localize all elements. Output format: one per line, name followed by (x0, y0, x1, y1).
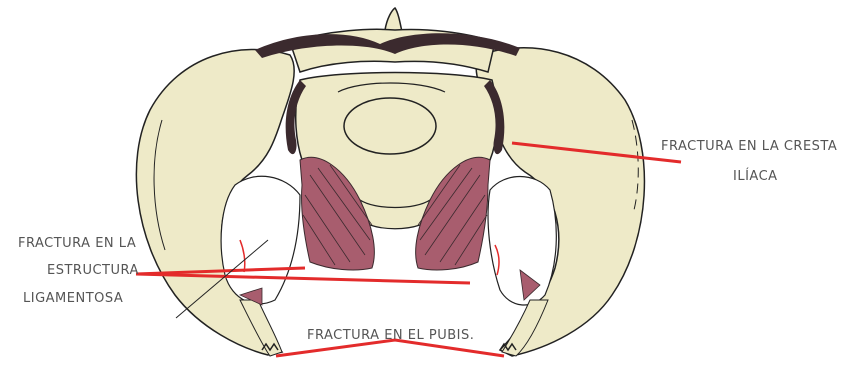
left-obturator (221, 176, 300, 304)
iliac-crest-fracture-label-line-2: ILÍACA (733, 169, 778, 185)
ligament-fracture-label-line-3: LIGAMENTOSA (23, 291, 123, 307)
sacrum-process (385, 8, 402, 32)
pubis-fracture-label: FRACTURA EN EL PUBIS. (307, 328, 474, 344)
iliac-crest-fracture-label-line-1: FRACTURA EN LA CRESTA (661, 139, 837, 155)
ligament-fracture-label-line-1: FRACTURA EN LA (18, 236, 136, 252)
ligament-fracture-label-line-2: ESTRUCTURA (47, 263, 139, 279)
vertebral-body (344, 98, 436, 154)
